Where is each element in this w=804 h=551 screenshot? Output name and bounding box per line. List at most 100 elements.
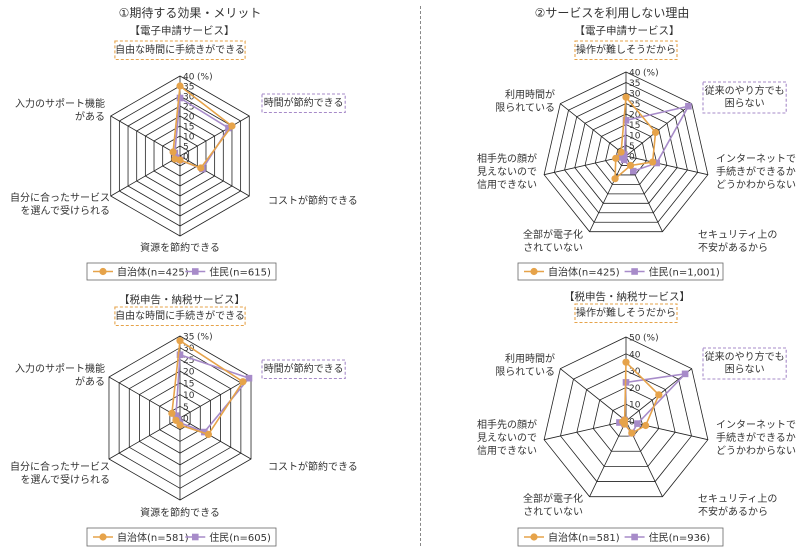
grid-spoke xyxy=(110,155,181,197)
grid-spoke xyxy=(544,420,627,441)
axis-label-highlighted-box xyxy=(114,40,246,61)
axis-label-line: どうかわからない xyxy=(716,445,796,457)
axis-label-line: 利用時間が xyxy=(505,88,555,101)
tick-label: 40 xyxy=(629,69,641,79)
axis-label-line: されていない xyxy=(523,242,583,254)
axis-label-line: 手続きができるか xyxy=(716,431,796,444)
axis-label-highlighted-text: 操作が難しそうだから xyxy=(576,306,676,319)
chart-subtitle: 【電子申請サービス】 xyxy=(575,24,680,37)
axis-label-highlighted-text: 時間が節約できる xyxy=(264,96,344,109)
axis-label: 資源を節約できる xyxy=(140,506,220,519)
data-point-municipality xyxy=(176,82,184,90)
tick-label: 50 xyxy=(629,334,641,344)
axis-label-highlighted-text: 従来のやり方でも xyxy=(705,350,785,363)
legend-box xyxy=(517,527,724,547)
data-point-municipality xyxy=(171,155,179,163)
axis-label-line: 限られている xyxy=(495,366,555,378)
data-point-resident xyxy=(616,154,624,161)
grid-spoke xyxy=(108,417,181,460)
data-point-municipality xyxy=(622,93,630,101)
tick-label: 30 xyxy=(183,93,195,103)
tick-label: 35 xyxy=(183,83,194,93)
axis-label-highlighted-box xyxy=(261,359,346,380)
axis-label-line: を選んで受けられる xyxy=(21,473,111,486)
axis-label-line: 全部が電子化 xyxy=(523,228,583,241)
legend-marker-resident xyxy=(191,268,199,275)
tick-label: 20 xyxy=(183,368,195,378)
axis-label-highlighted-text: 従来のやり方でも xyxy=(705,84,785,97)
data-point-resident xyxy=(621,151,628,158)
data-point-municipality xyxy=(176,421,184,429)
legend-label-resident: 住民(n=936) xyxy=(649,531,711,544)
tick-label: 15 xyxy=(629,121,640,131)
grid-spoke xyxy=(560,103,627,157)
grid-ring xyxy=(560,353,692,482)
chart-subtitle: 【電子申請サービス】 xyxy=(130,24,235,37)
legend-marker-resident xyxy=(631,268,638,275)
grid-ring xyxy=(615,145,637,166)
grid-ring xyxy=(609,403,643,437)
legend-marker-municipality xyxy=(530,267,538,276)
grid-spoke xyxy=(179,376,252,419)
grid-ring xyxy=(574,103,678,204)
legend-label-resident: 住民(n=615) xyxy=(209,266,271,279)
legend-marker-resident xyxy=(191,533,199,541)
unit-label: (%) xyxy=(643,69,659,79)
grid-ring xyxy=(594,124,658,185)
axis-label: コストが節約できる xyxy=(268,194,358,207)
tick-label: 0 xyxy=(629,418,635,428)
axis-label-line: 入力のサポート機能 xyxy=(15,97,105,110)
data-point-municipality xyxy=(169,148,177,156)
legend-marker-municipality xyxy=(99,267,107,276)
tick-label: 0 xyxy=(183,415,189,425)
axis-label-line: 見えないので xyxy=(477,166,537,178)
data-point-resident xyxy=(634,420,641,427)
data-point-municipality xyxy=(168,409,176,417)
section-title-reasons-not-using: ②サービスを利用しない理由 xyxy=(535,6,690,20)
chart-legend: 自治体(n=581)住民(n=936) xyxy=(517,527,724,547)
tick-label: 25 xyxy=(183,356,194,366)
section-divider xyxy=(420,6,421,546)
legend-label-municipality: 自治体(n=425) xyxy=(117,266,189,279)
tick-label: 35 xyxy=(183,333,194,343)
data-point-municipality xyxy=(651,128,660,137)
data-point-municipality xyxy=(655,391,663,399)
axis-label-line: がある xyxy=(75,110,105,123)
grid-spoke xyxy=(589,155,627,232)
data-point-resident xyxy=(653,159,661,167)
axis-label-line: 自分に合ったサービス xyxy=(10,460,110,473)
data-point-resident xyxy=(629,167,637,175)
chart-legend: 自治体(n=425) 住民(n=615) xyxy=(86,262,277,281)
data-point-municipality xyxy=(228,122,236,130)
axis-label-line: インターネットで xyxy=(716,419,796,431)
axis-label-highlighted-box xyxy=(702,81,787,114)
data-point-resident xyxy=(176,94,184,102)
grid-ring xyxy=(543,71,709,233)
axis-label-highlighted-box xyxy=(114,306,246,327)
data-point-municipality xyxy=(628,429,636,437)
radar-chart-4: 【税申告・納税サービス】01020304050(%)操作が難しそうだから従来のや… xyxy=(477,290,796,547)
axis-label-highlighted-text: 困らない xyxy=(725,364,765,376)
axis-label-highlighted: 時間が節約できる xyxy=(261,359,346,380)
grid-ring xyxy=(543,336,709,498)
tick-label: 35 xyxy=(629,79,640,89)
grid-ring xyxy=(576,370,676,467)
axis-label-highlighted-text: 操作が難しそうだから xyxy=(576,43,676,56)
chart-legend: 自治体(n=581)住民(n=605) xyxy=(86,527,277,547)
axis-label: コストが節約できる xyxy=(268,460,358,473)
axis-label-highlighted-box xyxy=(574,303,678,324)
data-point-municipality xyxy=(197,164,205,172)
tick-label: 20 xyxy=(183,113,195,123)
grid-spoke xyxy=(560,368,627,422)
chart-subtitle: 【税申告・納税サービス】 xyxy=(119,293,245,306)
axis-label-highlighted-box xyxy=(261,93,346,114)
radar-chart-3: 【電子申請サービス】0510152025303540(%)操作が難しそうだから従… xyxy=(477,24,796,281)
axis-label-line: を選んで受けられる xyxy=(21,204,111,217)
